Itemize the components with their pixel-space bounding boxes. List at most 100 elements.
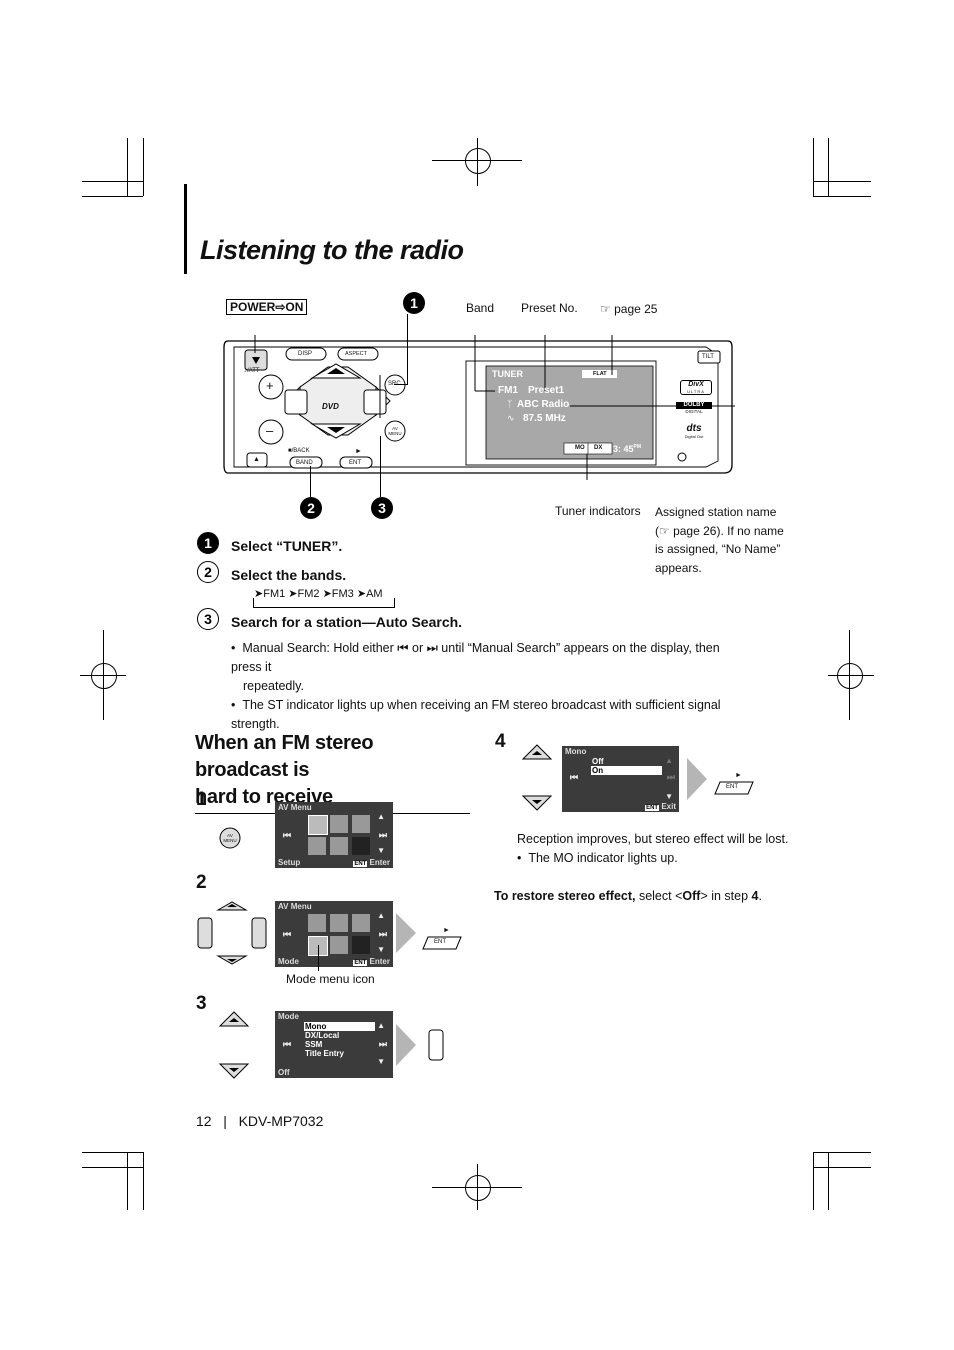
sub-step-1: 1	[196, 789, 207, 810]
restore-instruction: To restore stereo effect, select <Off> i…	[494, 889, 762, 903]
bullet-dot: •	[231, 698, 243, 712]
av-menu-button-label: AV MENU	[223, 833, 237, 843]
eject-button[interactable]: ▲	[253, 456, 260, 463]
arrow-right-icon	[396, 913, 416, 953]
page-footer: 12 | KDV-MP7032	[196, 1113, 323, 1129]
bullet-1-text: Manual Search: Hold either ⏮ or ⏭ until …	[231, 641, 720, 674]
restore-step: 4	[751, 889, 759, 903]
down-icon: ▼	[665, 792, 673, 801]
next-icon: ⏭	[378, 1039, 387, 1049]
screen-2-enter: ENT Enter	[353, 957, 390, 966]
restore-bold: To restore stereo effect,	[494, 889, 636, 903]
up-button-icon[interactable]	[521, 743, 553, 761]
mode-menu-icon-pointer	[318, 945, 319, 971]
ent-button[interactable]: ENT	[349, 460, 361, 466]
arrow-right-icon	[396, 1024, 416, 1066]
up-icon: ▲	[665, 756, 673, 765]
screen-1-header: AV Menu	[278, 803, 312, 812]
down-button-icon[interactable]	[218, 1062, 250, 1080]
step-3-number: 3	[197, 608, 219, 630]
arrow-right-icon	[687, 758, 707, 800]
aspect-button[interactable]: ASPECT	[345, 351, 368, 357]
section-heading-line-1: When an FM stereo broadcast is	[195, 732, 374, 781]
volume-up-button[interactable]: +	[266, 378, 274, 393]
setup-icon	[308, 914, 326, 932]
att-label: ♪/ATT	[244, 368, 260, 374]
next-icon: ⏭	[378, 929, 387, 939]
bullet-1-line-1: • Manual Search: Hold either ⏮ or ⏭ unti…	[231, 639, 751, 677]
ent-button-icon[interactable]	[422, 936, 462, 950]
blank-icon	[352, 837, 370, 855]
right-button-icon[interactable]	[427, 1029, 445, 1061]
result-text: Reception improves, but stereo effect wi…	[517, 832, 789, 846]
band-fm3: FM3	[331, 588, 354, 600]
volume-down-button[interactable]: –	[266, 423, 274, 438]
band-cycle: ➤FM1 ➤FM2 ➤FM3 ➤AM	[254, 587, 383, 600]
play-icon: ►	[443, 927, 450, 934]
enter-label: Enter	[369, 858, 390, 867]
band-fm2: FM2	[297, 588, 320, 600]
down-icon: ▼	[377, 945, 385, 954]
ent-tag: ENT	[353, 861, 368, 867]
menu-item-title-entry[interactable]: Title Entry	[305, 1049, 344, 1058]
dolby-logo: DOLBY DIGITAL	[676, 402, 712, 415]
down-button-icon[interactable]	[521, 794, 553, 812]
display-band: FM1	[498, 385, 518, 396]
divx-logo-text: DivX	[688, 381, 704, 388]
sub-step-4: 4	[495, 731, 506, 752]
result-bullet: • The MO indicator lights up.	[517, 851, 678, 865]
av-menu-button[interactable]: AV MENU	[388, 426, 402, 436]
back-label: ■/BACK	[288, 448, 310, 454]
title-bar	[184, 184, 187, 274]
display-preset: Preset1	[528, 385, 565, 396]
display-mo: MO	[575, 445, 585, 451]
play-label: ►	[355, 448, 362, 455]
marker-3: 3	[371, 497, 393, 519]
callout-preset-no: Preset No.	[521, 301, 578, 315]
restore-end: .	[758, 889, 762, 903]
up-button-icon[interactable]	[218, 1010, 250, 1028]
band-cycle-arrow: ➤	[356, 588, 367, 600]
dts-logo-sub: Digital Out	[684, 434, 704, 439]
sound-icon	[330, 815, 348, 833]
up-icon: ▲	[377, 1021, 385, 1030]
prev-icon: ⏮	[283, 830, 292, 840]
screen-2-header: AV Menu	[278, 902, 312, 911]
antenna-icon: ᛉ	[507, 399, 513, 409]
display-station: ABC Radio	[517, 399, 570, 410]
callout-band: Band	[466, 301, 495, 315]
clock-time: 3: 45	[613, 444, 634, 454]
dvd-logo: DVD	[322, 402, 339, 411]
menu-item-ssm[interactable]: SSM	[305, 1040, 323, 1049]
disc-icon	[352, 914, 370, 932]
menu-item-on[interactable]: On	[591, 766, 662, 775]
dpad-icon[interactable]	[196, 898, 268, 968]
menu-item-dx-local[interactable]: DX/Local	[305, 1031, 340, 1040]
device-body	[223, 335, 735, 480]
prev-icon: ⏮	[283, 929, 292, 939]
display-source: TUNER	[492, 369, 523, 379]
screen-4-exit: ENT Exit	[645, 802, 676, 811]
divx-logo-sub: ULTRA	[687, 389, 705, 394]
ent-button-icon[interactable]	[714, 781, 754, 795]
band-cycle-return-line	[253, 598, 395, 608]
menu-item-mono[interactable]: Mono	[304, 1022, 375, 1031]
screen-3-header: Mode	[278, 1012, 299, 1021]
marker-1: 1	[403, 292, 425, 314]
av-menu-button-icon[interactable]	[219, 827, 241, 849]
menu-item-off[interactable]: Off	[592, 757, 604, 766]
ent-button-label: ENT	[434, 939, 446, 945]
list-icon	[330, 837, 348, 855]
assigned-line-3: is assigned, “No Name”	[655, 542, 781, 556]
footer-separator: |	[223, 1113, 227, 1129]
tilt-button[interactable]: TILT	[702, 354, 714, 360]
screen-2-footer: Mode	[278, 957, 299, 966]
marker-2: 2	[300, 497, 322, 519]
bullet-dot: •	[517, 851, 529, 865]
mode-menu-icon-label: Mode menu icon	[286, 972, 375, 986]
disp-button[interactable]: DISP	[298, 351, 313, 357]
band-button[interactable]: BAND	[296, 460, 313, 466]
display-dx: DX	[594, 445, 603, 451]
band-cycle-arrow: ➤	[254, 588, 264, 600]
bullet-dot: •	[231, 641, 243, 655]
